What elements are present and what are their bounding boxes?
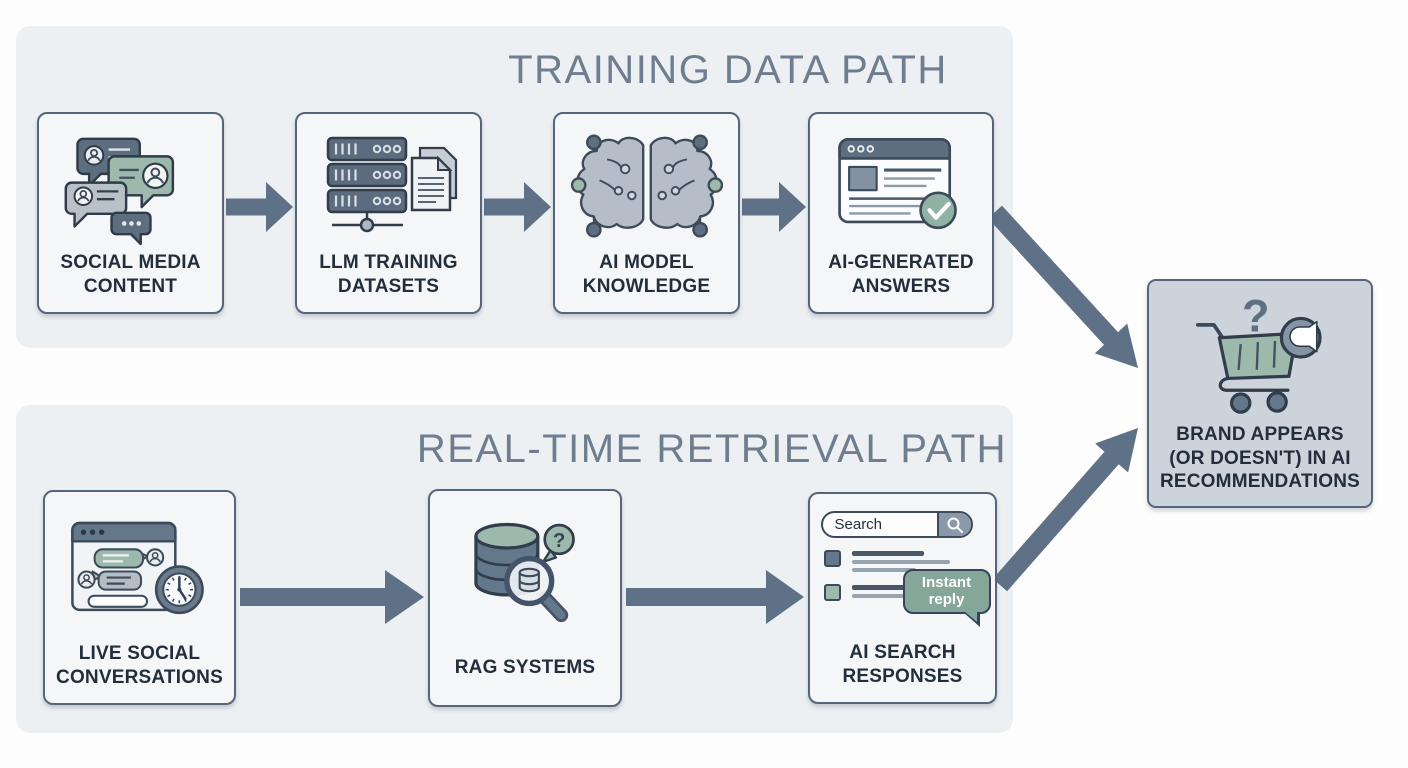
search-bar-text: Search [834, 516, 883, 533]
arrow-model-to-answers [742, 182, 806, 232]
arrow-live-to-rag [240, 570, 424, 624]
node-label: RAG SYSTEMS [454, 657, 596, 679]
node-ai-search-responses: Search [808, 492, 997, 704]
node-llm-training-datasets: LLM TRAINING DATASETS [295, 112, 482, 314]
node-label: LIVE SOCIAL CONVERSATIONS [56, 643, 223, 688]
arrow-search-to-outcome [992, 428, 1138, 592]
node-live-social-conversations: LIVE SOCIAL CONVERSATIONS [43, 490, 236, 705]
retrieval-path-title: REAL-TIME RETRIEVAL PATH [416, 427, 1008, 471]
chat-window-clock-icon [55, 502, 224, 641]
cart-question-icon: ? [1159, 291, 1361, 423]
instant-reply-bubble: Instant reply [902, 569, 991, 627]
node-label: AI MODEL KNOWLEDGE [582, 252, 711, 297]
training-path-title: TRAINING DATA PATH [508, 48, 948, 92]
circuit-brain-icon [565, 124, 728, 250]
result-thumbnail [823, 550, 841, 567]
arrow-answers-to-outcome [988, 205, 1138, 368]
search-icon [936, 513, 971, 536]
node-label: AI SEARCH RESPONSES [842, 642, 963, 687]
browser-check-icon [820, 124, 982, 250]
arrow-social-to-datasets [226, 182, 293, 232]
chat-bubbles-icon [49, 124, 212, 250]
server-documents-icon [307, 124, 470, 250]
node-social-media-content: SOCIAL MEDIA CONTENT [37, 112, 224, 314]
node-label: SOCIAL MEDIA CONTENT [60, 252, 201, 297]
search-bar: Search [820, 511, 973, 538]
arrow-rag-to-search [626, 570, 804, 624]
search-results-icon: Search [820, 504, 991, 640]
arrow-datasets-to-model [484, 182, 551, 232]
node-brand-outcome: ? BRAND APPEARS (OR DOESN'T) IN AI RECOM… [1147, 279, 1373, 508]
node-label: BRAND APPEARS (OR DOESN'T) IN AI RECOMME… [1159, 423, 1361, 493]
node-ai-model-knowledge: AI MODEL KNOWLEDGE [553, 112, 740, 314]
node-ai-generated-answers: AI-GENERATED ANSWERS [808, 112, 994, 314]
search-result-row [821, 550, 985, 572]
node-label: AI-GENERATED ANSWERS [828, 252, 974, 297]
question-mark-glyph: ? [553, 529, 565, 551]
node-label: LLM TRAINING DATASETS [319, 252, 458, 297]
database-magnifier-icon: ? [440, 501, 610, 643]
search-result-row [821, 584, 985, 601]
node-rag-systems: ? RAG SYSTEMS [428, 489, 622, 707]
result-thumbnail [823, 584, 841, 601]
